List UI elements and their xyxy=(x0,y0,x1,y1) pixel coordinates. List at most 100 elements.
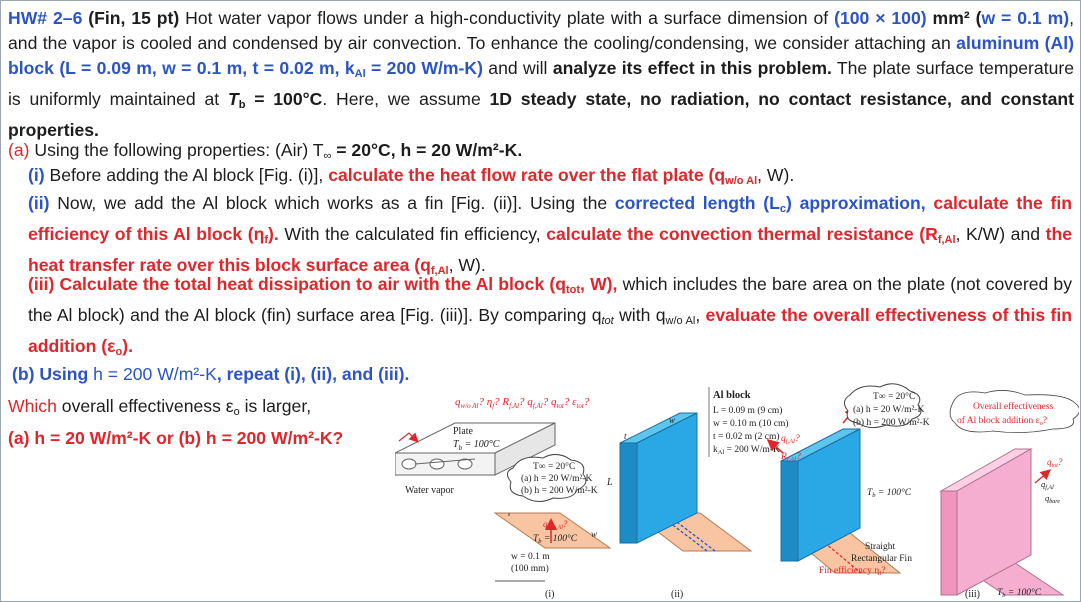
qfal-label: qf,Al? xyxy=(781,434,800,445)
intro-text-3: and will xyxy=(482,58,553,78)
water-vapor-label: Water vapor xyxy=(405,485,455,496)
qtot-label: qtot? xyxy=(1047,457,1063,469)
effectiveness-end: ). xyxy=(122,336,133,356)
fin-eff-label: Fin efficiency ηf? xyxy=(819,565,886,577)
fig-ii: L w t (ii) xyxy=(606,412,753,599)
lc-sub: c xyxy=(779,203,786,215)
resistance-end: , K/W) xyxy=(955,224,1006,244)
part-a-i: (i) Before adding the Al block [Fig. (i)… xyxy=(28,163,1072,194)
air-hb-ii: (b) h = 200 W/m²-K xyxy=(853,417,930,428)
inf-subscript: ∞ xyxy=(323,150,332,162)
eps-sub: o xyxy=(115,346,123,358)
fin-efficiency-task: calculate the fin efficiency of this Al … xyxy=(28,193,1073,244)
fig2-t: t xyxy=(624,431,627,441)
fig2-w: w xyxy=(669,415,675,425)
eta-sub: f xyxy=(264,234,269,246)
part-a-ii-text2: With the calculated fin efficiency, xyxy=(278,224,547,244)
part-a-iii: (iii) Calculate the total heat dissipati… xyxy=(28,272,1072,365)
fig3-label: (iii) xyxy=(965,589,980,599)
fig2-L: L xyxy=(606,477,613,488)
fin-efficiency-end: ). xyxy=(268,224,279,244)
air-ha-i: (a) h = 20 W/m²-K xyxy=(521,473,592,484)
fig-ii-b: qf,Al? Rf,Al? Tb = 100°C Straight Rectan… xyxy=(766,383,930,577)
fin-front-ii xyxy=(619,442,638,544)
problem-statement: HW# 2–6 (Fin, 15 pt) Hot water vapor flo… xyxy=(8,6,1074,143)
part-a-line: (a) Using the following properties: (Air… xyxy=(8,138,522,169)
part-a-i-end: , W). xyxy=(757,165,795,185)
al-w: w = 0.10 m (10 cm) xyxy=(713,418,789,429)
fig2-tb: Tb = 100°C xyxy=(867,487,912,499)
resistance-task: calculate the convection thermal resista… xyxy=(546,224,938,244)
qtot-sub: tot xyxy=(566,284,581,296)
part-b-label: (b) Using xyxy=(12,364,94,384)
part-a-label: (a) xyxy=(8,140,30,160)
al-L: L = 0.09 m (9 cm) xyxy=(713,405,782,416)
part-a-i-label: (i) xyxy=(28,165,45,185)
fig1-label: (i) xyxy=(545,589,554,599)
r-sub: f,Al xyxy=(937,234,956,246)
fig1-wlab: w xyxy=(591,529,597,539)
part-b-line: (b) Using h = 200 W/m²-K, repeat (i), (i… xyxy=(12,362,409,387)
intro-text-5: . Here, we assume xyxy=(322,89,490,109)
part-a-properties: = 20°C, h = 20 W/m²-K. xyxy=(331,140,523,160)
tb-value: = 100°C xyxy=(245,89,323,109)
which-text: overall effectiveness ε xyxy=(56,396,234,416)
unknowns-text: qw/o Al? ηf? Rf,Al? qf,Al? qtot? εtot? xyxy=(455,396,590,410)
air-ha-ii: (a) h = 20 W/m²-K xyxy=(853,404,924,415)
part-b-rest: , repeat (i), (ii), and (iii). xyxy=(216,364,410,384)
base-plate-i xyxy=(493,512,612,549)
fig1-mm: (100 mm) xyxy=(511,563,549,574)
fig-i: T∞ = 20°C (a) h = 20 W/m²-K (b) h = 200 … xyxy=(493,454,612,599)
part-a-iii-text3: , xyxy=(695,305,701,325)
heat-rate-task: the heat transfer rate over this block s… xyxy=(28,224,1072,275)
fig1-w: w = 0.1 m xyxy=(511,552,550,562)
qfal3-label: qf,Al xyxy=(1041,479,1054,491)
part-a-iii-text2: with q xyxy=(613,305,666,325)
total-heat-task: (iii) Calculate the total heat dissipati… xyxy=(28,274,566,294)
which-end: is larger, xyxy=(239,396,312,416)
part-a-i-text: Before adding the Al block [Fig. (i)], xyxy=(44,165,329,185)
overall-eff-line2: of Al block addition εo? xyxy=(957,415,1047,427)
intro-text: Hot water vapor flows under a high-condu… xyxy=(179,8,835,28)
mm-unit: mm² ( xyxy=(932,8,982,28)
intro-text-2: , and the vapor is cooled and condensed … xyxy=(8,8,1075,53)
compare-line: (a) h = 20 W/m²-K or (b) h = 200 W/m²-K? xyxy=(8,428,344,448)
part-a-ii-text: Now, we add the Al block which works as … xyxy=(49,193,615,213)
al-t: t = 0.02 m (2 cm) xyxy=(713,431,780,442)
tb-subscript: b xyxy=(238,99,246,111)
which-line: Which overall effectiveness εo is larger… xyxy=(8,394,311,425)
plate-diagram: Plate Tb = 100°C Water vapor xyxy=(395,422,556,496)
effectiveness-task: evaluate the overall effectiveness of th… xyxy=(28,305,1072,356)
air-tinf-ii: T∞ = 20°C xyxy=(873,391,915,402)
fig3-tb: Tb = 100°C xyxy=(997,587,1042,599)
heat-rate-end: , W). xyxy=(448,255,486,275)
air-cloud-ii xyxy=(844,383,922,429)
fig1-tb: Tb = 100°C xyxy=(533,533,578,545)
corrected-length-end: ) approximation, xyxy=(786,193,926,213)
q-sub: f,Al xyxy=(430,265,449,277)
al-k: kAl = 200 W/m-K xyxy=(713,445,780,456)
w-value: w = 0.1 m) xyxy=(981,8,1070,28)
k-value: = 200 W/m-K) xyxy=(365,58,483,78)
plate-tb: Tb = 100°C xyxy=(453,439,500,452)
qtot-sub-2: tot xyxy=(601,315,614,327)
air-hb-i: (b) h = 200 W/m²-K xyxy=(521,485,598,496)
part-a-ii: (ii) Now, we add the Al block which work… xyxy=(28,191,1072,284)
fig-iii: Overall effectiveness of Al block additi… xyxy=(939,390,1079,599)
fig2-label: (ii) xyxy=(671,589,683,599)
part-a-ii-label: (ii) xyxy=(28,193,50,213)
which-sub: o xyxy=(233,406,240,418)
rect-fin-label: Rectangular Fin xyxy=(851,554,912,564)
al-block-title: Al block xyxy=(713,390,751,401)
qwo-label: qw/o Al? xyxy=(543,519,568,531)
assumptions: 1D steady state, no radiation, no contac… xyxy=(8,89,1075,140)
qbare-label: qbare xyxy=(1045,493,1060,505)
which-word: Which xyxy=(8,396,57,416)
total-heat-end: , W), xyxy=(580,274,618,294)
hw-label: HW# 2–6 xyxy=(8,8,83,28)
tb-symbol: T xyxy=(227,89,239,109)
straight-label: Straight xyxy=(865,542,895,552)
points: (Fin, 15 pt) xyxy=(88,8,180,28)
figure: qw/o Al? ηf? Rf,Al? qf,Al? qtot? εtot? P… xyxy=(395,383,1079,599)
intro-text-4: The plate surface temperature is uniform… xyxy=(8,58,1075,109)
